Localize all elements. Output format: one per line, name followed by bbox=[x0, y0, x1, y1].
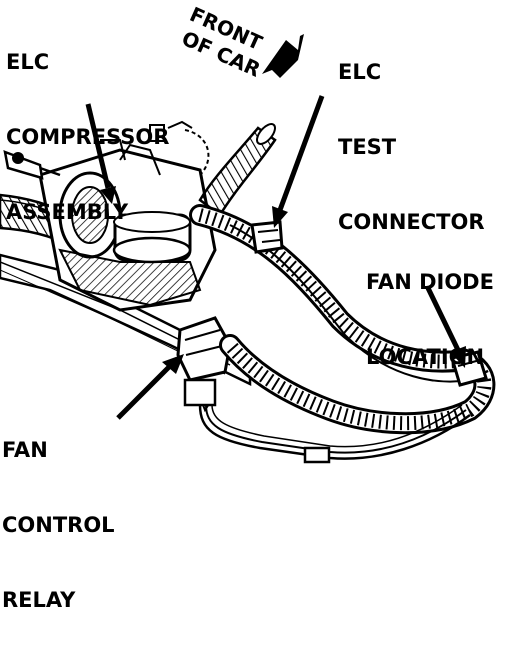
fan-control-relay bbox=[176, 316, 232, 413]
label-fan-control-relay: FAN CONTROL RELAY bbox=[2, 388, 115, 663]
engine-illustration bbox=[0, 34, 496, 464]
label-fan-diode-location: FAN DIODE LOCATION bbox=[366, 220, 494, 420]
label-line: LOCATION bbox=[366, 345, 485, 369]
label-line: COMPRESSOR bbox=[6, 125, 170, 149]
left-fitting bbox=[3, 150, 61, 180]
label-line: TEST bbox=[338, 135, 397, 159]
label-line: CONNECTOR bbox=[338, 210, 485, 234]
label-elc-test-connector: ELC TEST CONNECTOR bbox=[338, 10, 485, 285]
label-line: ASSEMBLY bbox=[6, 200, 129, 224]
label-line: CONTROL bbox=[2, 513, 115, 537]
label-line: ELC bbox=[338, 60, 382, 84]
label-elc-compressor-assembly: ELC COMPRESSOR ASSEMBLY bbox=[6, 0, 169, 275]
elc-test-connector bbox=[250, 220, 284, 254]
upper-ribbed-hose bbox=[198, 123, 277, 217]
label-line: FAN DIODE bbox=[366, 270, 494, 294]
leader-arrows bbox=[85, 34, 466, 420]
lower-wires bbox=[198, 404, 471, 464]
label-line: FAN bbox=[2, 438, 48, 462]
label-line: ELC bbox=[6, 50, 50, 74]
compressor-body bbox=[38, 120, 217, 312]
label-line: RELAY bbox=[2, 588, 76, 612]
diagram-canvas: ELC COMPRESSOR ASSEMBLY ELC TEST CONNECT… bbox=[0, 0, 496, 612]
